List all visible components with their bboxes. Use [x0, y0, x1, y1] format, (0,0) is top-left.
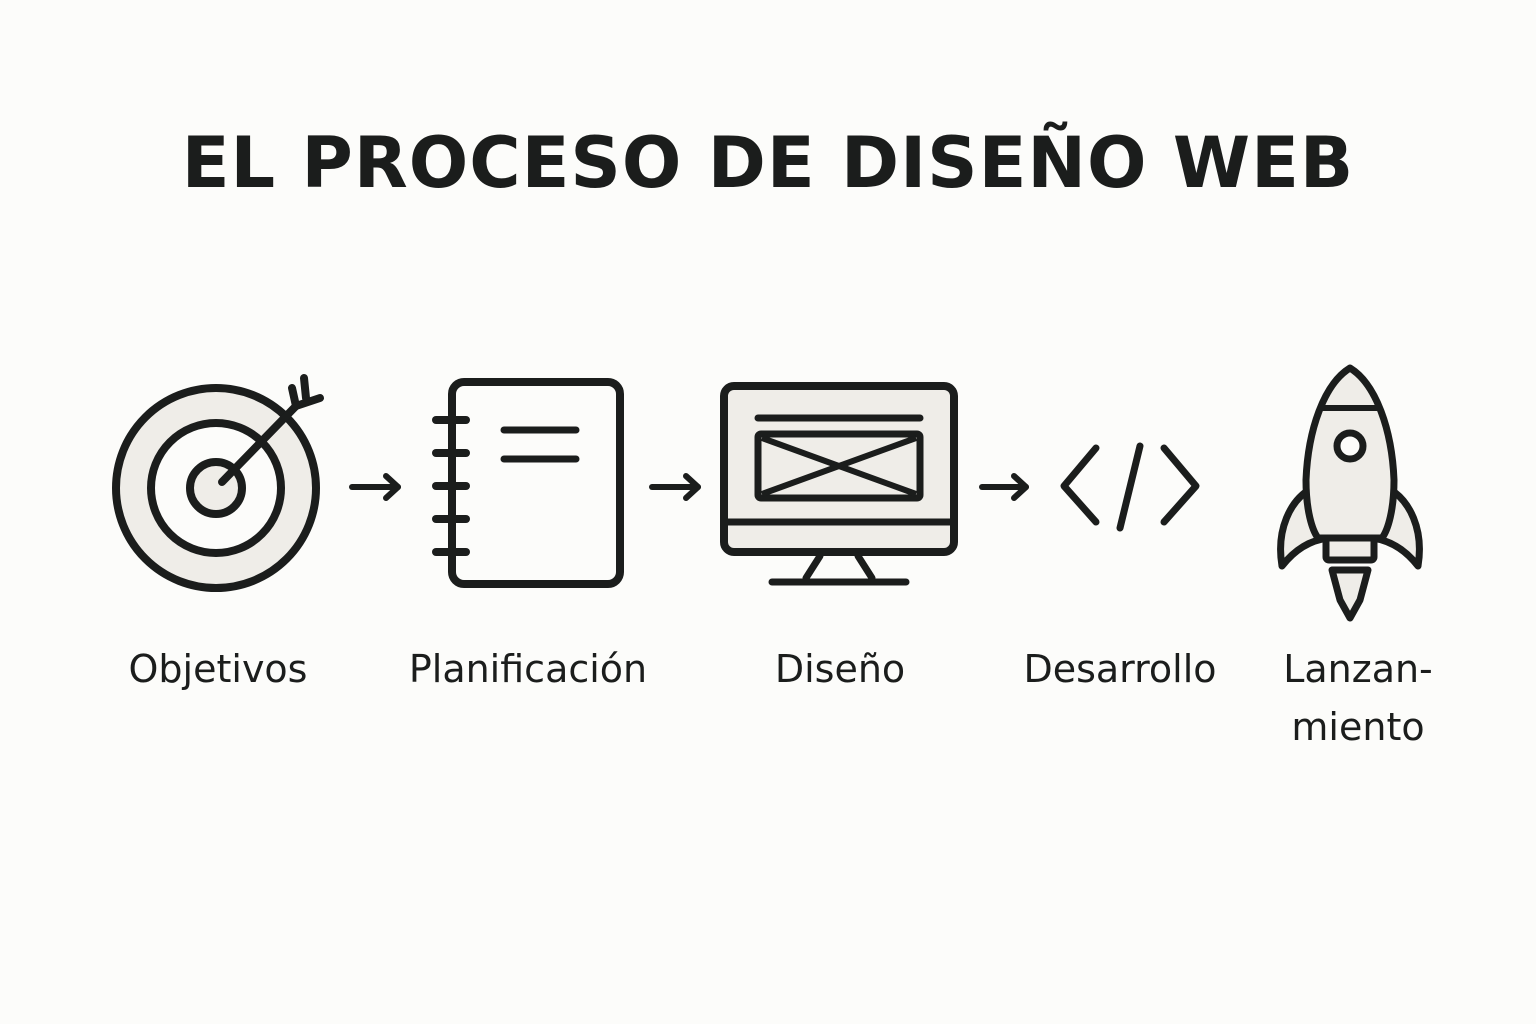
code-icon — [1060, 442, 1200, 532]
notebook-icon — [432, 378, 624, 588]
rocket-icon — [1277, 364, 1423, 622]
arrow-right-icon — [349, 473, 401, 501]
monitor-wireframe-icon — [720, 382, 958, 586]
step-label-diseno: Diseño — [774, 647, 906, 691]
step-label-desarrollo: Desarrollo — [1023, 647, 1217, 691]
target-icon — [112, 374, 324, 592]
step-label-objetivos: Objetivos — [128, 647, 308, 691]
diagram-title: EL PROCESO DE DISEÑO WEB — [181, 122, 1355, 204]
step-label-planificacion: Planificación — [408, 647, 648, 691]
arrow-right-icon — [979, 473, 1029, 501]
step-label-lanzamiento-line1: Lanzan- — [1283, 647, 1433, 691]
arrow-right-icon — [649, 473, 701, 501]
step-label-lanzamiento: Lanzan- miento — [1258, 640, 1458, 756]
step-label-lanzamiento-line2: miento — [1291, 705, 1425, 749]
